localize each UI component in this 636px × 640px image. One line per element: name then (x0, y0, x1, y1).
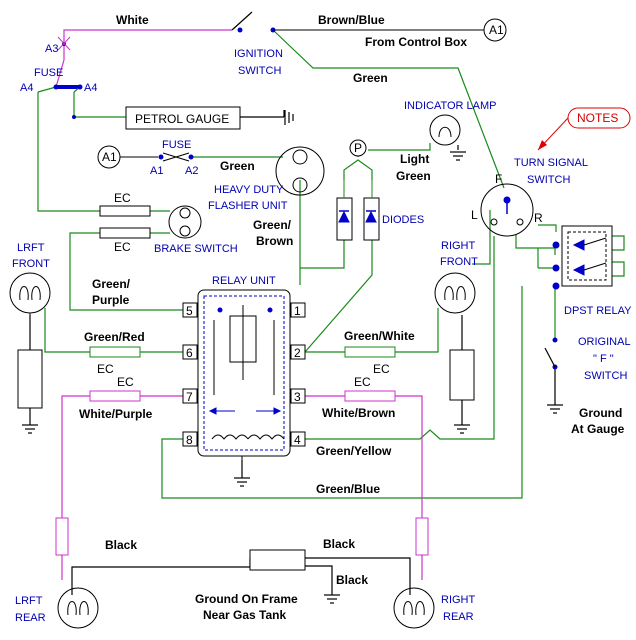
label-a1-sub: A1 (150, 165, 163, 177)
label-ec-2: EC (114, 240, 131, 254)
relay-pin-4: 4 (294, 433, 301, 447)
label-diodes: DIODES (382, 214, 424, 226)
dpst-relay (552, 225, 613, 290)
ignition-switch (231, 11, 484, 33)
label-original-3: SWITCH (584, 370, 627, 382)
label-ec-5: EC (117, 375, 134, 389)
label-original-1: ORIGINAL (578, 336, 631, 348)
indicator-lamp (429, 114, 461, 146)
brake-switch (168, 205, 202, 239)
label-original-2: " F " (593, 353, 614, 365)
label-petrol-gauge: PETROL GAUGE (135, 112, 229, 126)
label-f: F (495, 172, 502, 186)
label-p: P (354, 141, 362, 155)
diodes (336, 180, 380, 241)
notes-callout (537, 107, 631, 151)
label-ec-1: EC (114, 191, 131, 205)
label-green-blue: Green/Blue (316, 482, 380, 496)
label-black-1: Black (105, 538, 137, 552)
label-heavy-duty-1: HEAVY DUTY (214, 184, 284, 196)
label-dpst-relay: DPST RELAY (564, 305, 632, 317)
label-green-yellow: Green/Yellow (316, 444, 392, 458)
label-light-green-2: Green (396, 169, 431, 183)
relay-pin-7: 7 (186, 390, 193, 404)
relay-pin-numbers: 1 2 3 4 5 6 7 8 (186, 304, 301, 447)
relay-pin-2: 2 (294, 346, 301, 360)
purple-wires (61, 29, 423, 580)
label-a2-sub: A2 (185, 165, 198, 177)
label-a1-mid: A1 (102, 150, 117, 164)
label-relay-unit: RELAY UNIT (212, 275, 276, 287)
petrol-gauge-box (125, 106, 241, 130)
label-ground-gauge-2: At Gauge (571, 422, 625, 436)
label-ground-gauge-1: Ground (579, 406, 622, 420)
label-green-brown-1: Green/ (253, 218, 292, 232)
label-turn-signal-2: SWITCH (527, 174, 570, 186)
label-green-purple-1: Green/ (92, 277, 131, 291)
label-indicator-lamp: INDICATOR LAMP (404, 100, 497, 112)
label-a4-left: A4 (20, 82, 33, 94)
label-ground-frame-1: Ground On Frame (195, 592, 298, 606)
text-labels: White Brown/Blue A1 From Control Box A3 … (12, 13, 632, 624)
lamps (9, 272, 476, 629)
label-ignition-2: SWITCH (238, 65, 281, 77)
label-black-3: Black (336, 573, 368, 587)
a1-terminals (97, 18, 507, 169)
relay-pin-8: 8 (186, 433, 193, 447)
ground-symbols (22, 110, 563, 604)
label-ec-4: EC (373, 362, 390, 376)
label-ec-3: EC (97, 362, 114, 376)
label-a3: A3 (45, 43, 58, 55)
label-ec-6: EC (354, 375, 371, 389)
label-white: White (116, 13, 149, 27)
original-f-switch (544, 337, 558, 370)
label-ignition-1: IGNITION (234, 48, 283, 60)
label-brown-blue: Brown/Blue (318, 13, 385, 27)
relay-pin-5: 5 (186, 304, 193, 318)
main-fuse (37, 36, 83, 119)
label-green-mid: Green (220, 159, 255, 173)
label-r: R (534, 211, 543, 225)
label-lrft-rear-1: LRFT (15, 595, 43, 607)
label-light-green-1: Light (400, 152, 429, 166)
label-lrft-front-1: LRFT (17, 242, 45, 254)
label-brake-switch: BRAKE SWITCH (154, 243, 238, 255)
ec-connectors (89, 205, 396, 402)
label-fuse-top: FUSE (34, 67, 63, 79)
label-turn-signal-1: TURN SIGNAL (514, 157, 588, 169)
label-right-rear-1: RIGHT (441, 594, 476, 606)
label-a1-top: A1 (489, 23, 504, 37)
turn-signal-switch (480, 183, 534, 237)
label-l: L (471, 208, 478, 222)
label-lrft-front-2: FRONT (12, 258, 50, 270)
label-green-red: Green/Red (84, 330, 145, 344)
label-green-brown-2: Brown (256, 234, 293, 248)
relay-pin-6: 6 (186, 346, 193, 360)
label-white-brown: White/Brown (322, 406, 395, 420)
p-terminal (349, 139, 367, 157)
label-green-white: Green/White (344, 329, 415, 343)
label-heavy-duty-2: FLASHER UNIT (208, 200, 288, 212)
label-notes: NOTES (577, 111, 618, 125)
relay-pin-1: 1 (294, 304, 301, 318)
label-green-purple-2: Purple (92, 293, 130, 307)
label-ground-frame-2: Near Gas Tank (203, 608, 286, 622)
label-right-front-2: FRONT (440, 256, 478, 268)
green-wires (37, 29, 625, 499)
mid-fuse (158, 152, 194, 162)
label-white-purple: White/Purple (79, 407, 153, 421)
flasher-unit (275, 146, 325, 196)
relay-pin-3: 3 (294, 390, 301, 404)
label-right-front-1: RIGHT (441, 240, 476, 252)
label-green-top: Green (353, 71, 388, 85)
relay-unit (182, 289, 306, 460)
label-lrft-rear-2: REAR (15, 612, 46, 624)
label-fuse-mid: FUSE (162, 139, 191, 151)
label-right-rear-2: REAR (443, 611, 474, 623)
label-a4-right: A4 (84, 82, 97, 94)
label-from-control-box: From Control Box (365, 35, 467, 49)
label-black-2: Black (323, 537, 355, 551)
